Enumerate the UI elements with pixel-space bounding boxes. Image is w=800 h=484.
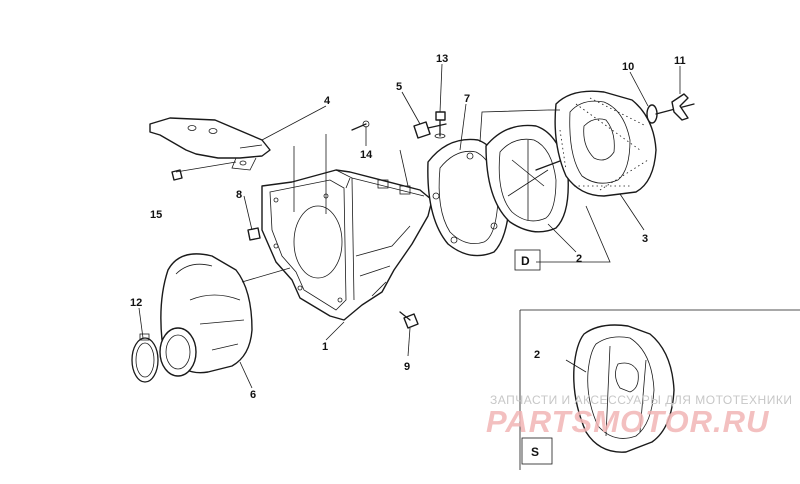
detail-part-label: 2 — [534, 349, 540, 361]
filter-element-s-variant — [573, 324, 675, 453]
part-label-3: 3 — [642, 233, 648, 245]
watermark: ЗАПЧАСТИ И АКСЕССУАРЫ ДЛЯ МОТОТЕХНИКИ PA… — [486, 393, 792, 439]
screw-5-part — [413, 121, 447, 139]
bracket-plate-part — [149, 117, 271, 171]
part-label-2: 2 — [576, 253, 582, 265]
part-label-13: 13 — [436, 53, 448, 65]
detail-label-d: D — [521, 254, 530, 268]
detail-label-s: S — [531, 445, 539, 459]
wing-nut-part — [655, 93, 695, 121]
part-label-12: 12 — [130, 297, 142, 309]
part-label-1: 1 — [322, 341, 328, 353]
intake-bellows-part — [159, 253, 253, 377]
screw-13-part — [434, 111, 446, 139]
part-label-6: 6 — [250, 389, 256, 401]
part-label-15: 15 — [150, 209, 162, 221]
hose-clamp-part — [131, 333, 159, 383]
part-label-11: 11 — [674, 55, 686, 67]
leader-lines — [138, 63, 681, 389]
filter-cover-part — [554, 90, 657, 197]
part-label-10: 10 — [622, 61, 634, 73]
part-label-9: 9 — [404, 361, 410, 373]
part-label-8: 8 — [236, 189, 242, 201]
part-label-4: 4 — [324, 95, 331, 107]
detail-s-area: S 2 — [519, 309, 800, 470]
part-label-14: 14 — [360, 149, 373, 161]
part-labels: 4 5 13 7 14 8 15 1 9 6 12 10 11 3 2 — [130, 53, 686, 401]
part-label-5: 5 — [396, 81, 402, 93]
detail-box-d: D — [514, 249, 541, 271]
screw-8-part — [247, 227, 261, 241]
screw-9-part — [399, 311, 419, 329]
screw-14-part — [351, 120, 370, 131]
watermark-brand: PARTSMOTOR.RU — [486, 404, 770, 439]
part-label-7: 7 — [464, 93, 470, 105]
screw-15-part — [171, 169, 183, 181]
air-box-housing-part — [261, 169, 433, 321]
watermark-tagline: ЗАПЧАСТИ И АКСЕССУАРЫ ДЛЯ МОТОТЕХНИКИ — [490, 393, 792, 407]
